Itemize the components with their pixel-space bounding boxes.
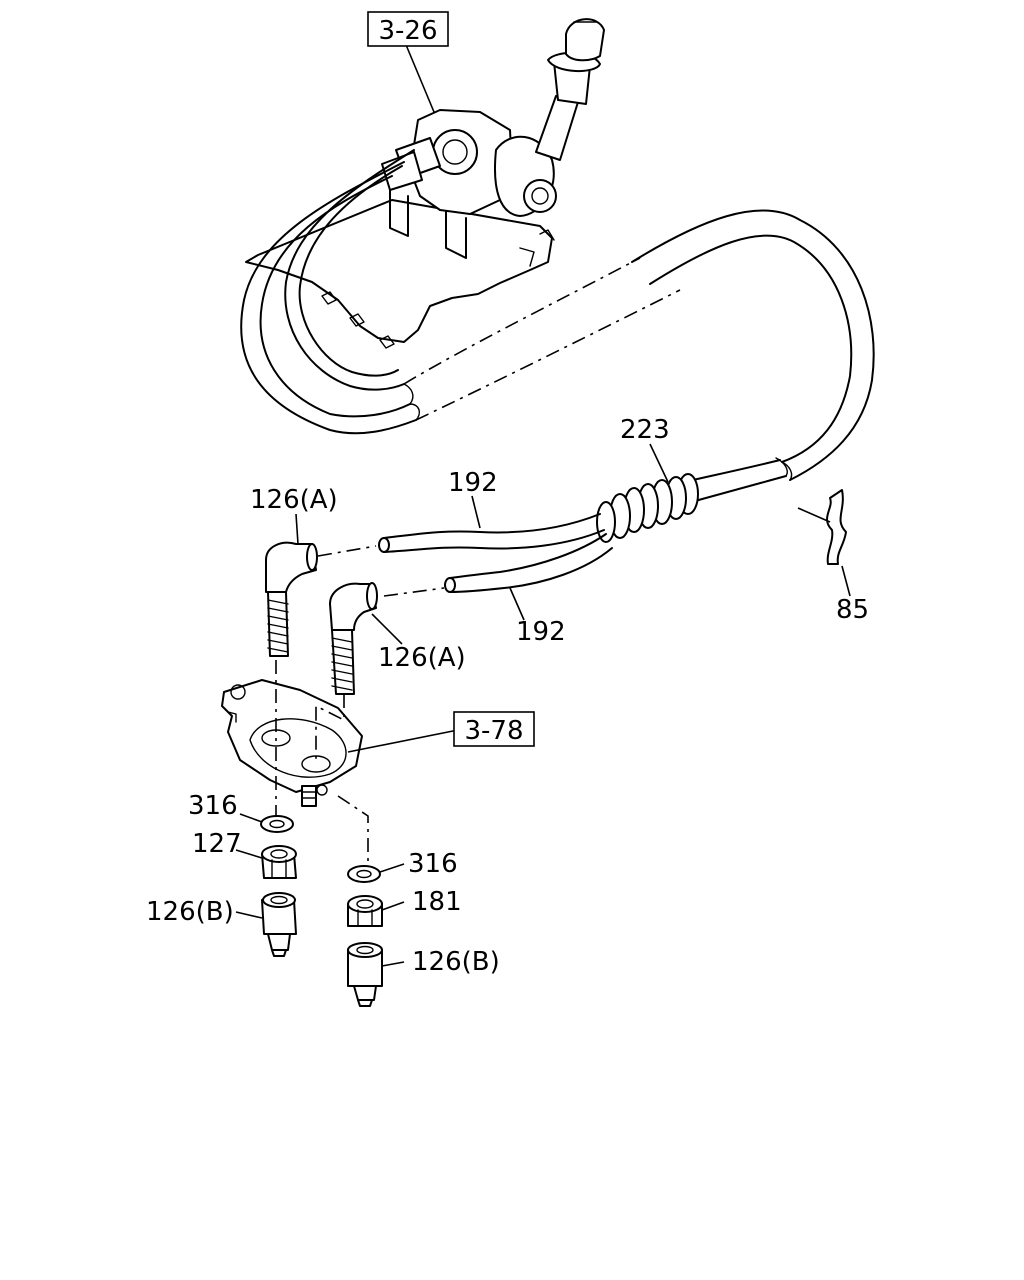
elbow-fitting-left [265, 541, 318, 657]
connector-126b-right [347, 942, 383, 1007]
clip-85 [826, 489, 847, 565]
hose-192-lower [444, 533, 613, 593]
assembly-line [315, 694, 345, 762]
washer-316-right [347, 865, 381, 883]
callout-316-right: 316 [408, 849, 458, 879]
callout-181: 181 [412, 887, 462, 917]
reference-label: 3-26 [378, 16, 437, 46]
callout-126b-right: 126(B) [412, 947, 500, 977]
reference-box-3-78[interactable]: 3-78 [453, 711, 535, 747]
control-valve-assembly [245, 18, 605, 349]
callout-316-left: 316 [188, 791, 238, 821]
hose-192-upper [378, 513, 605, 553]
connector-line [317, 545, 377, 557]
assembly-line [337, 795, 369, 870]
bellows [596, 473, 699, 543]
reference-label: 3-78 [464, 716, 523, 746]
elbow-fitting-right [329, 582, 378, 695]
callout-192-upper: 192 [448, 468, 498, 498]
callout-192-lower: 192 [516, 617, 566, 647]
hose-loop [240, 149, 875, 481]
connector-126b-left [261, 892, 297, 957]
callout-85: 85 [836, 595, 869, 625]
callout-126b-left: 126(B) [146, 897, 234, 927]
callout-126a-left: 126(A) [250, 485, 338, 515]
callout-223: 223 [620, 415, 670, 445]
nut-181 [347, 895, 383, 927]
callout-126a-right: 126(A) [378, 643, 466, 673]
mounting-plate [221, 679, 363, 807]
callout-127: 127 [192, 829, 242, 859]
washer-316-left [260, 815, 294, 833]
reference-box-3-26[interactable]: 3-26 [367, 11, 449, 47]
hose-223 [596, 457, 788, 543]
leader-lines [235, 39, 851, 967]
nut-127 [261, 845, 297, 879]
connector-line [383, 587, 445, 597]
